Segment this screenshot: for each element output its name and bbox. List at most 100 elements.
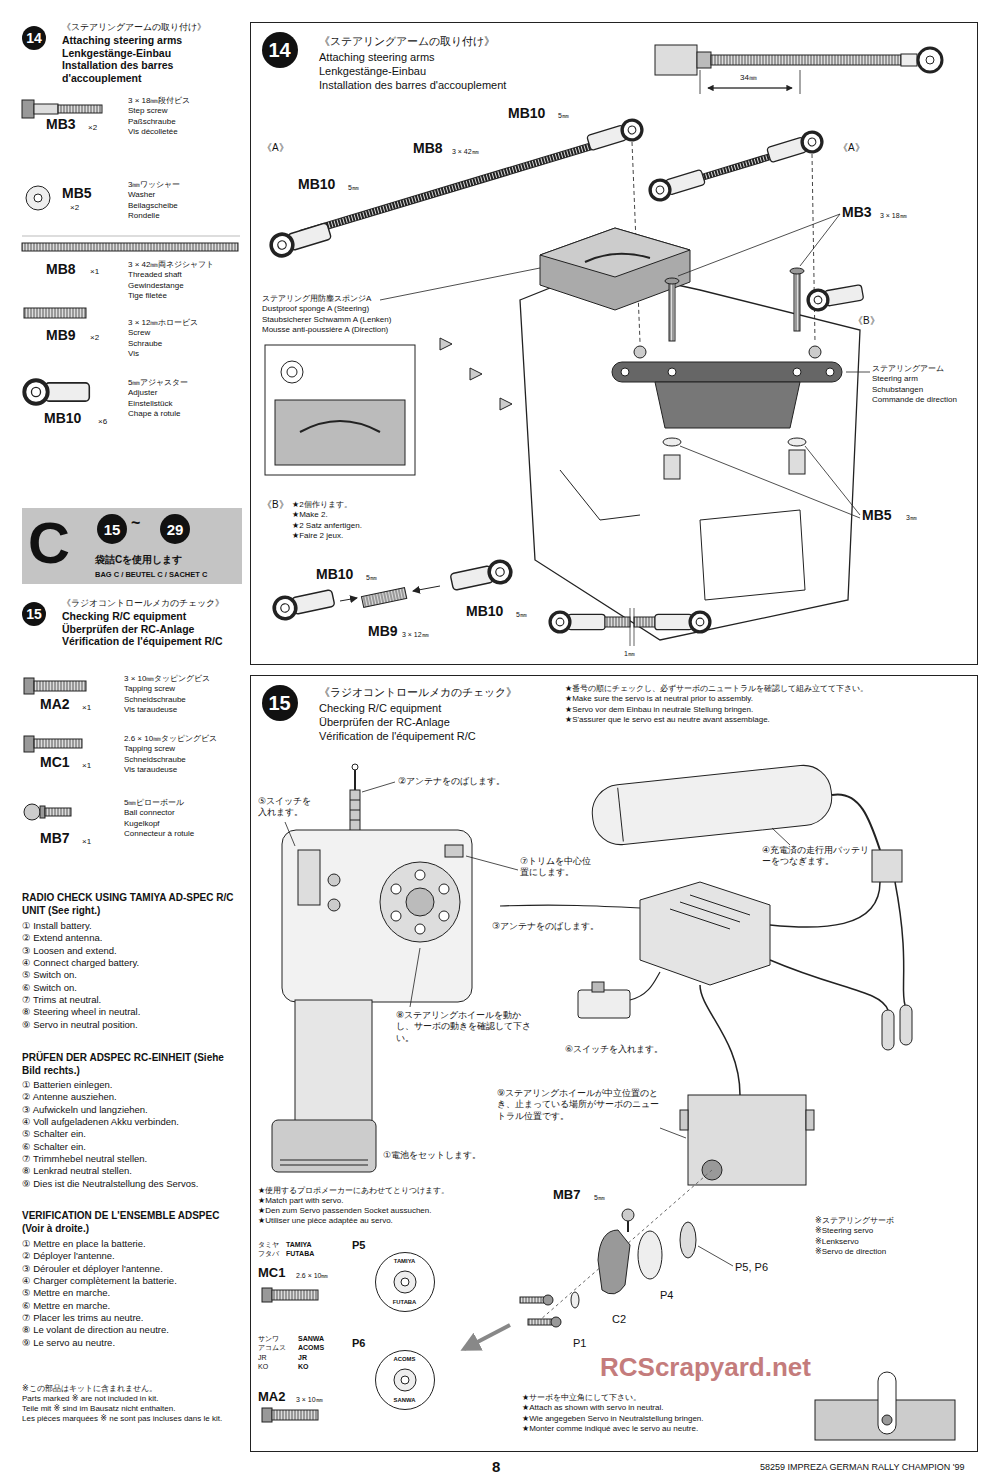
text-group: MB7 — [553, 1188, 580, 1201]
steering-servo — [680, 1110, 688, 1130]
label-text: Dustproof sponge A (Steering) — [262, 304, 462, 314]
label-text: Tige filetée — [128, 291, 240, 301]
disc-text: ACOMS — [376, 1356, 434, 1363]
adjuster-assembly — [450, 559, 513, 593]
label-text: 3 × 18㎜段付ビス — [128, 96, 240, 106]
part-code: MB3 — [842, 205, 872, 219]
text-group: MB9 — [368, 624, 398, 638]
part-code: C2 — [612, 1314, 626, 1325]
servo-neutral-view — [878, 1372, 896, 1434]
steering-servo — [540, 1170, 712, 1320]
servo-saver-hubs — [272, 1290, 318, 1300]
label-text: ★S'assurer que le servo est au neutre av… — [565, 715, 975, 725]
transmitter — [380, 862, 460, 942]
text-group: ~ — [131, 515, 140, 531]
servo-neutral-view — [882, 1415, 892, 1425]
text-group: MB10 — [298, 177, 335, 191]
part-code: P5, P6 — [735, 1262, 768, 1273]
transmitter — [415, 870, 425, 880]
text-group: ★使用するプロポメーカーにあわせてとりつけます。★Match part with… — [258, 1186, 558, 1226]
label-text: Steering arm — [872, 374, 972, 384]
label-text: ★使用するプロポメーカーにあわせてとりつけます。 — [258, 1186, 558, 1196]
ma2-screw — [24, 678, 86, 694]
text-group: ① Batterien einlegen.② Antenne ausziehen… — [22, 1079, 242, 1190]
text-group: 34㎜ — [740, 74, 757, 82]
label-text: 2.6 × 10㎜タッピングビス — [124, 734, 240, 744]
steering-arm — [668, 368, 676, 376]
battery-pack — [770, 882, 880, 927]
servo-saver-hubs — [394, 1271, 416, 1293]
text-group: 3 × 42㎜両ネジシャフトThreaded shaftGewindestang… — [128, 260, 240, 302]
label-text: ⑧ Le volant de direction au neutre. — [22, 1324, 242, 1336]
label-text: PRÜFEN DER ADSPEC RC-EINHEIT (Siehe Bild… — [22, 1052, 234, 1077]
label-text: ★Servo vor dem Einbau in neutrale Stellu… — [565, 705, 975, 715]
label-text: Attaching steering arms — [62, 34, 240, 47]
label-text: ※Steering servo — [815, 1226, 965, 1236]
text-group: ★番号の順にチェックし、必ずサーボのニュートラルを確認して組み立てて下さい。★M… — [565, 684, 975, 726]
label-text: 5㎜ — [366, 574, 377, 581]
mc1-screw — [34, 739, 82, 748]
steering-arm — [655, 382, 800, 428]
label-text: Vérification de l'équipement R/C — [62, 635, 240, 648]
steering-servo — [551, 1317, 561, 1327]
steering-arm — [788, 438, 806, 446]
part-code: MC1 — [258, 1266, 285, 1279]
chassis — [440, 338, 452, 350]
step-heading: Checking R/C equipment — [319, 702, 441, 715]
text-group: 2.6 × 10㎜ — [296, 1272, 329, 1279]
text-group: MB10 — [44, 411, 81, 425]
battery-pack — [590, 763, 835, 848]
label-text: Staubsicherer Schwamm A (Lenken) — [262, 315, 462, 325]
tie-rods — [586, 118, 644, 153]
speed-controller — [592, 982, 604, 992]
transmitter — [272, 1120, 376, 1172]
step-number-text: 14 — [26, 31, 42, 45]
transmitter — [445, 845, 463, 857]
text-group: ★2個作ります。★Make 2.★2 Satz anfertigen.★Fair… — [292, 500, 442, 542]
mb9-screw — [24, 308, 86, 318]
label-text: Connecteur à rotule — [124, 829, 240, 839]
battery-pack — [895, 882, 905, 1005]
label-text: ×1 — [82, 838, 91, 846]
steering-arm — [663, 438, 681, 446]
label-text: Gewindestange — [128, 281, 240, 291]
label-text: ⑤ Mettre en marche. — [22, 1287, 242, 1299]
speed-controller — [500, 905, 640, 908]
text-group: ① Install battery.② Extend antenna.③ Loo… — [22, 920, 242, 1031]
transmitter — [410, 948, 420, 1007]
adjuster-assembly — [361, 588, 406, 608]
step-number-text: 15 — [268, 693, 290, 713]
steering-servo — [464, 1325, 510, 1349]
label-text: Threaded shaft — [128, 270, 240, 280]
steering-servo — [806, 1110, 814, 1130]
label-text: ★番号の順にチェックし、必ずサーボのニュートラルを確認して組み立てて下さい。 — [565, 684, 975, 694]
text-group: RADIO CHECK USING TAMIYA AD-SPEC R/C UNI… — [22, 892, 234, 917]
part-code: MC1 — [40, 755, 70, 769]
label-text: Vis taraudeuse — [124, 705, 240, 715]
label-text: Parts marked ※ are not included in kit. — [22, 1394, 237, 1404]
separator — [22, 236, 240, 237]
label-text: サンワ — [258, 1334, 286, 1343]
label-text: ① Install battery. — [22, 920, 242, 932]
servo-saver-hubs — [401, 1376, 409, 1384]
bag-text: BAG C / BEUTEL C / SACHET C — [95, 571, 207, 580]
mb10-adjuster — [24, 380, 89, 403]
mc1-screw — [24, 736, 82, 752]
text-group: 5㎜ピローボールBall connectorKugelkopfConnecteu… — [124, 798, 240, 840]
adjuster-assembly — [340, 598, 357, 601]
mb5-washer — [34, 194, 42, 202]
servo-saver-hubs — [394, 1369, 416, 1391]
dust-sponge — [540, 228, 690, 310]
text-group: Attaching steering armsLenkgestänge-Einb… — [62, 34, 240, 84]
label-text: ※Lenkservo — [815, 1237, 965, 1247]
text-group: P1 — [573, 1338, 586, 1349]
text-group: 5㎜ — [366, 574, 377, 581]
chassis — [520, 268, 860, 640]
part-code: P5 — [352, 1240, 365, 1251]
steering-servo — [698, 1246, 733, 1266]
label-text: 《ステアリングアームの取り付け》 — [62, 22, 242, 33]
servo-saver-hubs — [262, 1408, 272, 1422]
label-text: ⑤スイッチを入れます。 — [258, 796, 316, 819]
adjuster-assembly — [630, 608, 631, 646]
text-group: 8 — [492, 1459, 500, 1474]
